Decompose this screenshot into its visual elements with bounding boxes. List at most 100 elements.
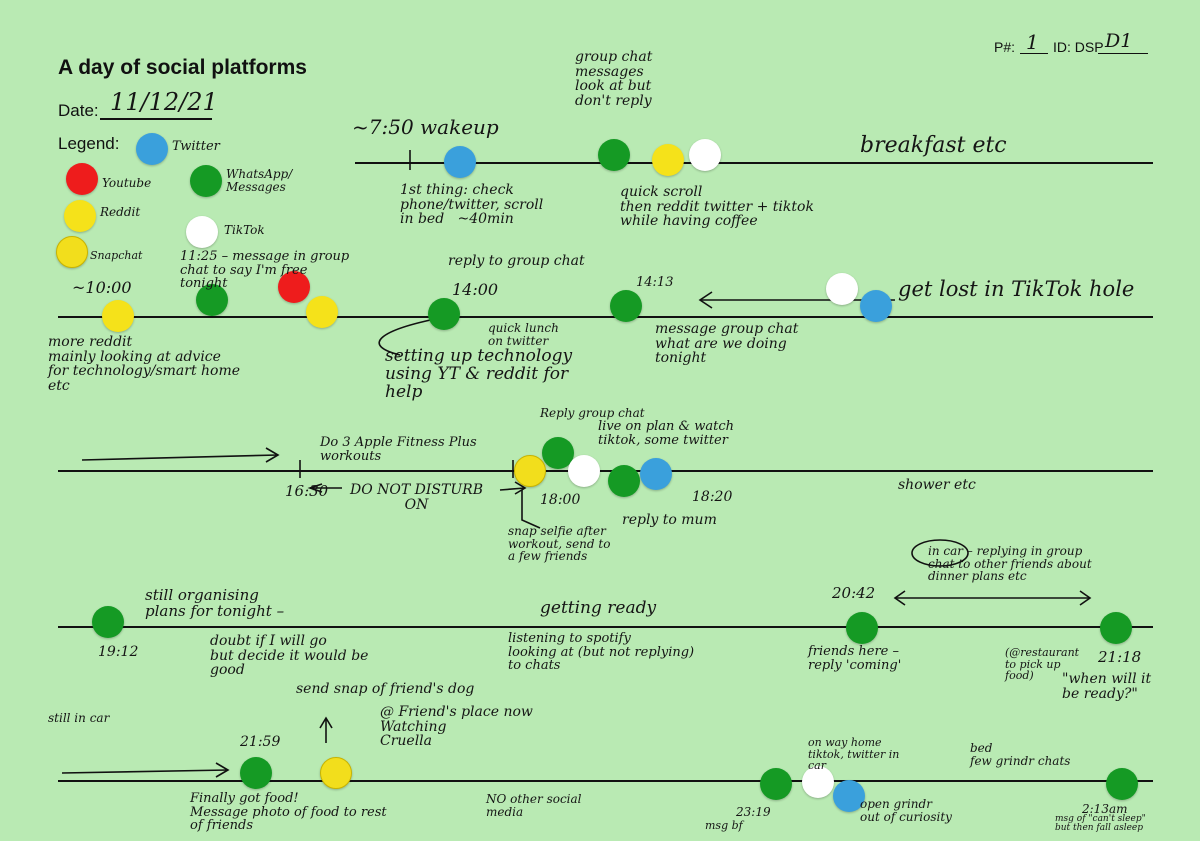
- event-dot-whatsapp: [1100, 612, 1132, 644]
- timeline-line-2: [58, 316, 1153, 318]
- note-reply-group: Reply group chat: [540, 406, 645, 420]
- note-do-not-disturb: DO NOT DISTURB ON: [350, 482, 483, 513]
- note-open-grindr: open grindr out of curiosity: [860, 797, 952, 824]
- note-finally-got-food: Finally got food! Message photo of food …: [190, 791, 387, 834]
- date-value: 11/12/21: [110, 88, 218, 116]
- note-bed-chats: bed few grindr chats: [970, 741, 1071, 768]
- time-1800: 18:00: [540, 492, 581, 508]
- event-dot-twitter: [640, 458, 672, 490]
- id-label: ID: DSP: [1053, 39, 1104, 55]
- legend-youtube-dot: [66, 163, 98, 195]
- note-listening-spotify: listening to spotify looking at (but not…: [508, 631, 695, 674]
- event-dot-snapchat: [514, 455, 546, 487]
- legend-whatsapp-dot: [190, 165, 222, 197]
- page-title: A day of social platforms: [58, 56, 307, 79]
- event-dot-snapchat: [320, 757, 352, 789]
- note-message-free-tonight: 11:25 – message in group chat to say I'm…: [180, 249, 350, 292]
- note-message-plans: message group chat what are we doing ton…: [655, 321, 799, 367]
- note-restaurant: (@restaurant to pick up food): [1005, 646, 1080, 683]
- note-msg-bf: msg bf: [705, 819, 743, 832]
- date-label: Date:: [58, 101, 99, 120]
- note-setting-up-technology: setting up technology using YT & reddit …: [385, 346, 573, 402]
- event-dot-whatsapp: [760, 768, 792, 800]
- event-dot-whatsapp: [196, 284, 228, 316]
- time-1000: ~10:00: [72, 278, 132, 297]
- note-shower: shower etc: [898, 477, 976, 493]
- note-still-organising: still organising plans for tonight –: [145, 586, 285, 620]
- note-getting-ready: getting ready: [540, 598, 657, 618]
- time-0213: 2:13am: [1082, 802, 1128, 816]
- note-at-friends-place: @ Friend's place now Watching Cruella: [380, 704, 533, 750]
- event-dot-twitter: [833, 780, 865, 812]
- time-2319: 23:19: [736, 805, 771, 819]
- note-reply-group-chat: reply to group chat: [448, 253, 585, 269]
- event-dot-twitter: [860, 290, 892, 322]
- event-dot-whatsapp: [608, 465, 640, 497]
- participant-underline: [1020, 53, 1048, 54]
- legend-reddit-dot: [64, 200, 96, 232]
- note-breakfast: breakfast etc: [860, 133, 1007, 158]
- event-dot-whatsapp: [598, 139, 630, 171]
- legend-snapchat-label: Snapchat: [90, 249, 143, 262]
- time-1413: 14:13: [636, 275, 674, 290]
- note-cant-sleep: msg of "can't sleep" but then fall aslee…: [1055, 814, 1146, 834]
- legend-youtube-label: Youtube: [102, 176, 152, 190]
- legend-twitter-label: Twitter: [172, 139, 220, 154]
- note-friends-here: friends here – reply 'coming': [808, 644, 902, 673]
- event-dot-whatsapp: [240, 757, 272, 789]
- event-dot-whatsapp: [846, 612, 878, 644]
- event-dot-reddit: [306, 296, 338, 328]
- note-more-reddit: more reddit mainly looking at advice for…: [48, 334, 241, 395]
- event-dot-tiktok: [689, 139, 721, 171]
- time-1630: 16:30: [285, 482, 329, 500]
- date-underline: [100, 118, 212, 120]
- event-dot-whatsapp: [428, 298, 460, 330]
- note-on-way-home: on way home tiktok, twitter in car: [808, 736, 900, 773]
- event-dot-whatsapp: [1106, 768, 1138, 800]
- legend-whatsapp-label: WhatsApp/ Messages: [226, 167, 293, 194]
- event-dot-reddit: [102, 300, 134, 332]
- legend-tiktok-dot: [186, 216, 218, 248]
- timeline-line-5: [58, 780, 1153, 782]
- note-when-ready: "when will it be ready?": [1062, 671, 1152, 702]
- id-value: D1: [1105, 30, 1133, 52]
- legend-snapchat-dot: [56, 236, 88, 268]
- time-1912: 19:12: [98, 644, 139, 660]
- event-dot-whatsapp: [92, 606, 124, 638]
- event-dot-whatsapp: [610, 290, 642, 322]
- time-1820: 18:20: [692, 489, 733, 505]
- note-tiktok-hole: get lost in TikTok hole: [898, 277, 1135, 301]
- note-reply-mum: reply to mum: [622, 512, 717, 528]
- legend-label: Legend:: [58, 134, 120, 153]
- event-dot-reddit: [652, 144, 684, 176]
- event-dot-twitter: [444, 146, 476, 178]
- note-in-car-replying: in car – replying in group chat to other…: [928, 544, 1092, 584]
- time-2042: 20:42: [832, 584, 876, 602]
- note-fitness-workouts: Do 3 Apple Fitness Plus workouts: [320, 435, 477, 464]
- note-first-check: 1st thing: check phone/twitter, scroll i…: [400, 182, 544, 228]
- note-quick-scroll: quick scroll then reddit twitter + tikto…: [620, 184, 814, 230]
- event-dot-tiktok: [802, 766, 834, 798]
- event-dot-youtube: [278, 271, 310, 303]
- timeline-line-3: [58, 470, 1153, 472]
- event-dot-tiktok: [568, 455, 600, 487]
- note-live-on-plan: live on plan & watch tiktok, some twitte…: [598, 419, 735, 448]
- id-underline: [1098, 53, 1148, 54]
- time-2118: 21:18: [1098, 648, 1142, 666]
- time-1400: 14:00: [452, 280, 499, 299]
- participant-value: 1: [1026, 30, 1039, 54]
- note-snap-selfie: snap selfie after workout, send to a few…: [508, 524, 611, 564]
- time-2159: 21:59: [240, 734, 281, 750]
- note-group-chat-look: group chat messages look at but don't re…: [575, 49, 653, 110]
- legend-twitter-dot: [136, 133, 168, 165]
- event-dot-tiktok: [826, 273, 858, 305]
- legend-tiktok-label: TikTok: [224, 223, 265, 237]
- note-wakeup: ~7:50 wakeup: [352, 115, 499, 139]
- note-send-snap-dog: send snap of friend's dog: [296, 681, 475, 697]
- participant-label: P#:: [994, 39, 1016, 55]
- note-no-social-media: NO other social media: [486, 792, 582, 819]
- note-doubt: doubt if I will go but decide it would b…: [210, 633, 369, 679]
- legend-reddit-label: Reddit: [100, 205, 141, 219]
- timeline-line-4: [58, 626, 1153, 628]
